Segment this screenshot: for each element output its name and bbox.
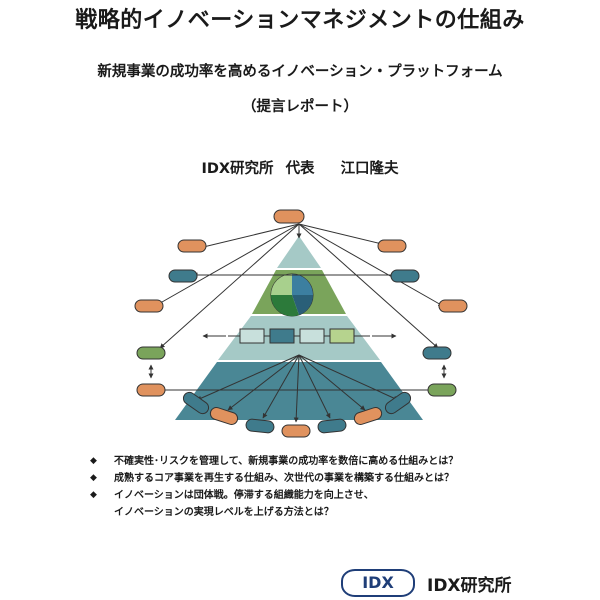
bullet-text: イノベーションは団体戦。停滞する組織能力を向上させ、 (114, 490, 374, 501)
process-box (299, 328, 325, 344)
idx-logo: IDX (341, 569, 415, 597)
report-type-label: （提言レポート） (242, 99, 358, 115)
footer-org-name: IDX研究所 (427, 576, 512, 596)
process-box (329, 328, 355, 344)
pie-icon (270, 273, 314, 317)
pill-top (273, 209, 305, 224)
process-box (269, 328, 295, 344)
list-item: ◆ イノベーションは団体戦。停滞する組織能力を向上させ、 イノベーションの実現レ… (90, 487, 560, 521)
author-line: IDX研究所代表 江口隆夫 (0, 157, 600, 178)
bullet-text: 不確実性･リスクを管理して、新規事業の成功率を数倍に高める仕組みとは？ (114, 456, 459, 467)
bullet-text: 成熟するコア事業を再生する仕組み、次世代の事業を構築する仕組みとは？ (114, 473, 454, 484)
diamond-bullet-icon: ◆ (90, 456, 97, 466)
pill-left-1 (177, 239, 207, 253)
pill-right-2 (390, 269, 420, 283)
pill-fan-6 (353, 407, 383, 425)
arrows-fan (196, 354, 399, 423)
pill-right-1 (377, 239, 407, 253)
pill-fan-4 (281, 424, 311, 438)
process-box (239, 328, 265, 344)
pyramid (175, 236, 423, 420)
key-questions-list: ◆ 不確実性･リスクを管理して、新規事業の成功率を数倍に高める仕組みとは？ ◆ … (90, 453, 560, 521)
pyramid-top-layer (277, 236, 321, 268)
author-org: IDX研究所 (201, 161, 274, 177)
pill-fan-5 (317, 418, 347, 434)
author-role: 代表 (285, 161, 315, 177)
pill-left-2 (168, 269, 198, 283)
pill-fan-2 (209, 407, 239, 425)
pill-left-4 (136, 346, 166, 360)
process-flow (228, 328, 370, 344)
pill-fan-7 (384, 391, 412, 415)
pill-right-5 (427, 383, 457, 397)
list-item: ◆ 不確実性･リスクを管理して、新規事業の成功率を数倍に高める仕組みとは？ (90, 453, 560, 470)
pills (134, 209, 468, 438)
diamond-bullet-icon: ◆ (90, 490, 97, 500)
pill-right-3 (438, 299, 468, 313)
document-title: 戦略的イノベーションマネジメントの仕組み (75, 8, 525, 33)
bullet-text-continuation: イノベーションの実現レベルを上げる方法とは？ (114, 507, 334, 518)
author-name: 江口隆夫 (340, 161, 399, 177)
diamond-bullet-icon: ◆ (90, 473, 97, 483)
pill-fan-3 (245, 418, 275, 434)
pill-right-4 (422, 346, 452, 360)
pill-left-5 (136, 383, 166, 397)
pill-left-3 (134, 299, 164, 313)
innovation-pyramid-diagram (134, 209, 468, 438)
pyramid-third-layer (218, 316, 380, 360)
document-subtitle: 新規事業の成功率を高めるイノベーション・プラットフォーム (97, 64, 503, 80)
pill-fan-1 (182, 391, 210, 415)
list-item: ◆ 成熟するコア事業を再生する仕組み、次世代の事業を構築する仕組みとは？ (90, 470, 560, 487)
arrows-horizontal (148, 272, 447, 393)
